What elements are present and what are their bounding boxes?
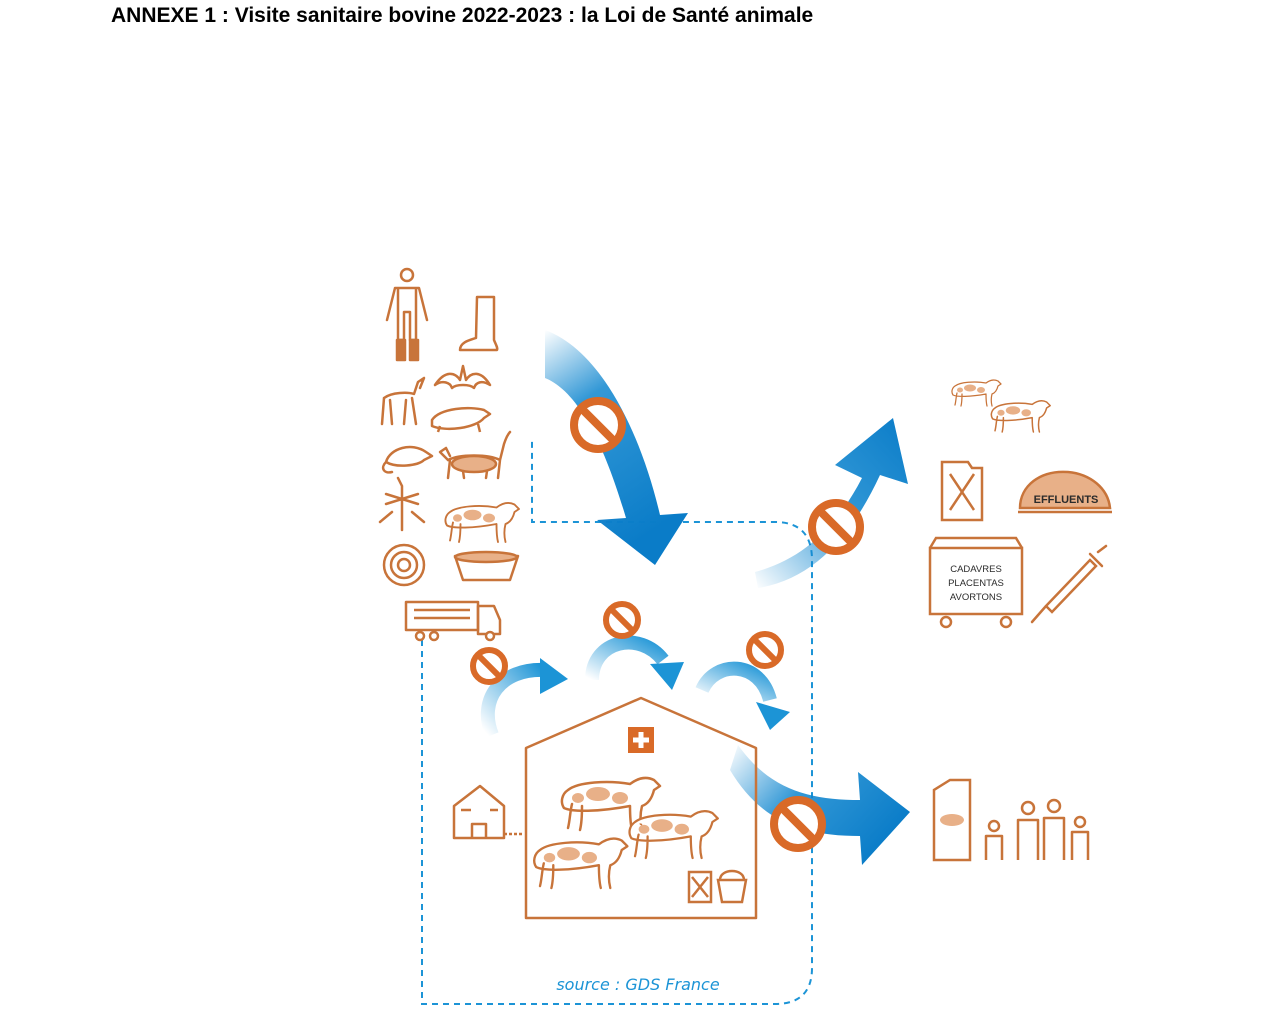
rat-icon <box>381 445 434 474</box>
internal-arrow-2 <box>585 635 669 681</box>
bat-icon <box>433 364 492 390</box>
internal-arrow-1 <box>480 662 546 738</box>
deer-icon <box>380 376 426 426</box>
farmhouse-icon <box>452 784 524 840</box>
truck-icon <box>404 600 502 642</box>
boot-icon <box>458 295 499 352</box>
internal-arrow-1-head <box>540 658 568 694</box>
barn <box>524 696 758 920</box>
cat-icon <box>438 430 512 480</box>
source-label: source : GDS France <box>556 975 720 994</box>
forbidden-icon <box>606 604 638 636</box>
container-line-2: PLACENTAS <box>948 578 1004 589</box>
forbidden-icon <box>574 401 622 449</box>
container-line-3: AVORTONS <box>950 592 1002 603</box>
cow-icon <box>533 837 629 890</box>
container-line-1: CADAVRES <box>950 564 1002 575</box>
hay-bale-icon <box>382 543 426 587</box>
family-icon <box>984 798 1090 860</box>
page-title: ANNEXE 1 : Visite sanitaire bovine 2022-… <box>111 4 814 27</box>
farm-boundary <box>421 440 813 1005</box>
effluents-icon: EFFLUENTS <box>1018 470 1112 514</box>
mosquito-icon <box>378 476 426 532</box>
cow-small-icon <box>444 502 520 543</box>
syringe-icon <box>1030 544 1108 624</box>
visitor-icon <box>385 267 429 362</box>
forbidden-icon <box>774 800 822 848</box>
cows-group-icon <box>951 379 1051 433</box>
carcass-container-icon: CADAVRES PLACENTAS AVORTONS <box>928 536 1024 629</box>
jerrycan-icon <box>687 870 713 904</box>
badger-icon <box>430 406 492 433</box>
milk-carton-icon <box>932 778 972 862</box>
jerrycan-icon <box>940 460 984 522</box>
internal-arrow-3-head <box>756 702 790 730</box>
bucket-icon <box>716 869 748 904</box>
outgoing-arrow-up <box>755 418 908 588</box>
cow-icon <box>628 810 719 860</box>
outgoing-arrow-right <box>730 745 910 865</box>
forbidden-icon <box>812 503 860 551</box>
internal-arrow-2-head <box>650 662 684 690</box>
water-trough-icon <box>453 550 520 582</box>
forbidden-icon <box>473 650 505 682</box>
incoming-arrow <box>545 330 688 565</box>
effluents-label: EFFLUENTS <box>1034 494 1099 506</box>
first-aid-icon <box>628 727 654 753</box>
forbidden-icon <box>749 634 781 666</box>
internal-arrow-3 <box>695 661 777 703</box>
